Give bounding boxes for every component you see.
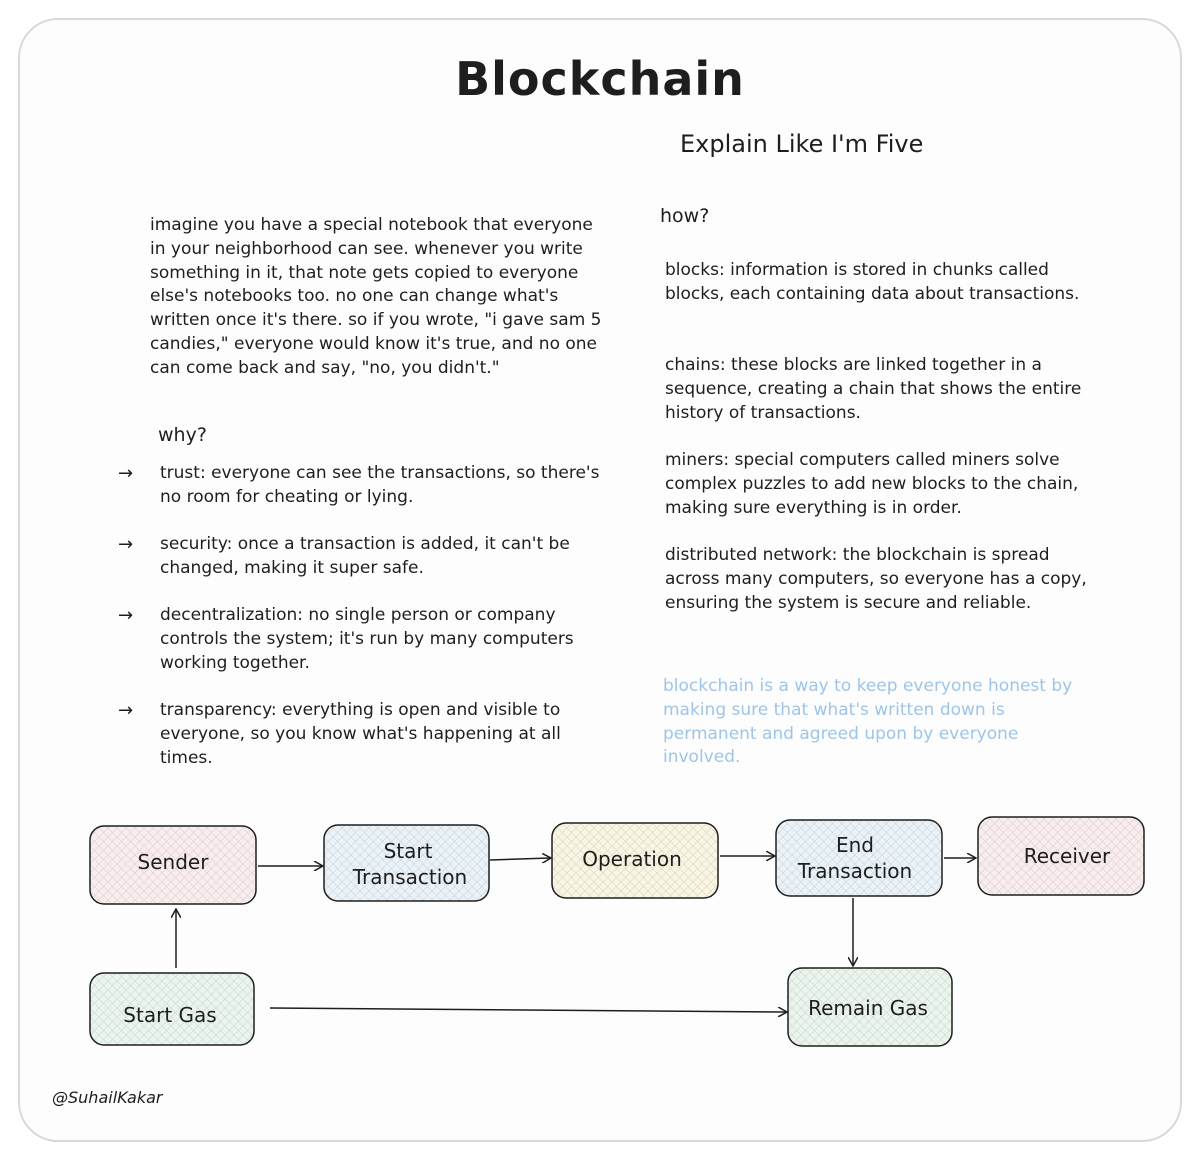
node-end-transaction-hatch [776, 820, 942, 896]
edge-start-transaction-to-operation [489, 858, 550, 860]
how-heading: how? [660, 205, 710, 227]
how-item-miners: miners: special computers called miners … [665, 450, 1079, 518]
node-operation-label: Operation [582, 847, 682, 871]
card-frame [18, 18, 1182, 1142]
how-item-chains: chains: these blocks are linked together… [665, 355, 1082, 423]
node-operation-hatch [552, 823, 718, 898]
node-end-transaction-label-2: Transaction [797, 859, 912, 883]
node-end-transaction-label-1: End [836, 833, 874, 857]
node-remain-gas-label: Remain Gas [808, 996, 928, 1020]
arrow-icon: → [118, 463, 134, 484]
node-sender-label: Sender [138, 850, 210, 874]
node-start-transaction-label-2: Transaction [352, 865, 467, 889]
why-item-text: security: once a transaction is added, i… [160, 534, 570, 578]
node-start-transaction: Start Transaction [323, 824, 490, 902]
node-sender: Sender [89, 825, 257, 905]
how-item-blocks: blocks: information is stored in chunks … [665, 260, 1080, 304]
node-remain-gas: Remain Gas [787, 967, 953, 1047]
node-start-gas-label: Start Gas [123, 1003, 216, 1027]
why-item-text: trust: everyone can see the transactions… [160, 463, 600, 507]
page-subtitle: Explain Like I'm Five [680, 130, 924, 158]
node-receiver-label: Receiver [1024, 844, 1111, 868]
author-handle: @SuhailKakar [52, 1088, 163, 1107]
summary-note: blockchain is a way to keep everyone hon… [663, 676, 1073, 768]
node-start-transaction-label-1: Start [384, 839, 433, 863]
arrow-icon: → [118, 605, 134, 626]
edge-start-gas-to-remain-gas [269, 1008, 786, 1012]
page-title: Blockchain [455, 52, 745, 106]
arrow-icon: → [118, 700, 134, 721]
node-receiver: Receiver [977, 816, 1145, 896]
node-end-transaction: End Transaction [775, 819, 943, 897]
node-start-gas-hatch [90, 973, 254, 1045]
node-operation: Operation [551, 822, 719, 899]
why-heading: why? [158, 424, 207, 446]
why-item-text: decentralization: no single person or co… [160, 605, 574, 673]
node-remain-gas-hatch [788, 968, 952, 1046]
intro-paragraph: imagine you have a special notebook that… [150, 215, 602, 378]
node-start-gas: Start Gas [89, 972, 255, 1046]
how-item-distributed-network: distributed network: the blockchain is s… [665, 545, 1087, 613]
arrow-icon: → [118, 534, 134, 555]
why-item-text: transparency: everything is open and vis… [160, 700, 561, 768]
node-receiver-hatch [978, 817, 1144, 895]
node-start-transaction-hatch [324, 825, 489, 901]
node-sender-hatch [90, 826, 256, 904]
